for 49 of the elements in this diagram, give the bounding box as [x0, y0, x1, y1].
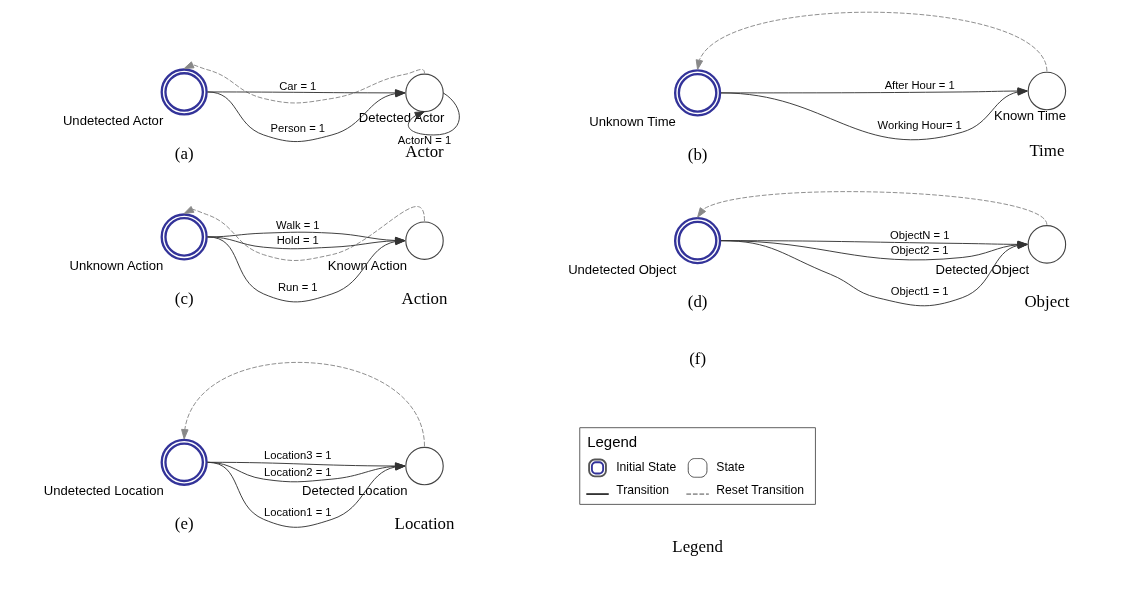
node-circle	[404, 221, 444, 260]
node-label: Unknown Time	[588, 113, 676, 129]
node-label: Detected Location	[301, 483, 408, 499]
node-circle	[1027, 225, 1066, 264]
edge-label: Location2 = 1	[263, 465, 332, 478]
label: (e)	[174, 514, 193, 534]
edge-label: Run = 1	[277, 280, 318, 293]
node-circle	[404, 73, 444, 113]
node-label: Unknown Action	[68, 257, 163, 273]
edge-label: Hold = 1	[276, 234, 319, 247]
arrow	[695, 11, 1047, 72]
label: Time	[1028, 140, 1064, 160]
label: Legend	[671, 537, 723, 557]
legend-label: State	[715, 460, 745, 475]
node-circle	[673, 69, 721, 117]
label: Object	[1023, 292, 1069, 312]
edge-label: Walk = 1	[275, 219, 320, 232]
node-circle	[404, 446, 444, 486]
edge-label: Car = 1	[278, 79, 316, 92]
edge-label: Location3 = 1	[263, 449, 332, 462]
arrow	[183, 205, 425, 261]
edge-label: After Hour = 1	[884, 78, 955, 91]
node-label: Known Action	[327, 257, 407, 273]
edge-label: Working Hour= 1	[877, 118, 962, 131]
label: Location	[394, 514, 454, 534]
node-label: Known Time	[993, 108, 1066, 124]
arrow	[183, 61, 425, 104]
edge-label: Object2 = 1	[890, 244, 949, 257]
edge-label: Location1 = 1	[263, 506, 332, 519]
label: (d)	[687, 292, 707, 312]
label: (a)	[174, 143, 193, 163]
node-label: Detected Object	[934, 261, 1029, 277]
node-label: Undetected Object	[567, 261, 676, 277]
label: Action	[401, 288, 447, 308]
label: (f)	[688, 349, 706, 369]
legend-label: Initial State	[615, 460, 676, 475]
arrow	[180, 362, 425, 447]
label: (b)	[687, 144, 707, 164]
node-circle	[1027, 71, 1066, 111]
label: Legend	[586, 433, 637, 451]
edge-label: Object1 = 1	[890, 284, 949, 297]
legend-label: Transition	[615, 482, 669, 497]
label: (c)	[174, 288, 193, 308]
node-label: Undetected Location	[43, 483, 164, 499]
arrow	[696, 191, 1047, 226]
edge-label: Person = 1	[270, 121, 325, 134]
node-label: Undetected Actor	[62, 112, 163, 128]
edge-label: ObjectN = 1	[889, 229, 949, 242]
legend-label: Reset Transition	[715, 482, 804, 497]
